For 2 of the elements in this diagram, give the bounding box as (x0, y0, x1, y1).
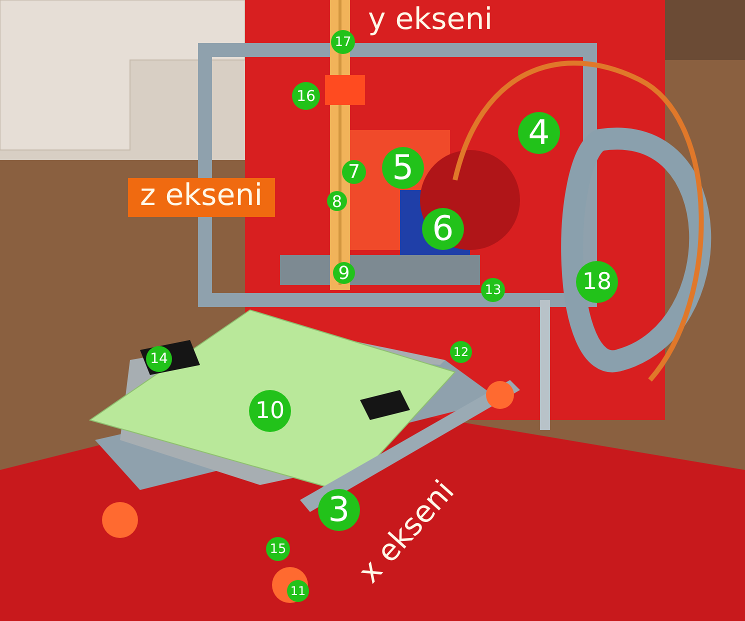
axis-label: y ekseni (368, 2, 493, 37)
axis-label: z ekseni (128, 178, 275, 217)
